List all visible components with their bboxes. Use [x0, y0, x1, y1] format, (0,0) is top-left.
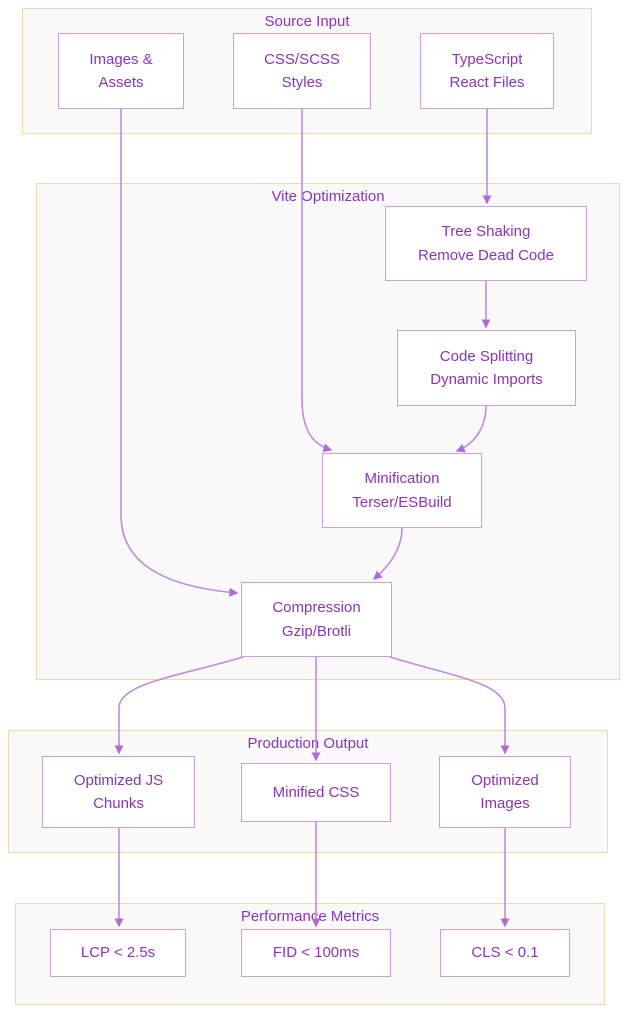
node-label: CSS/SCSS Styles	[264, 50, 340, 91]
cluster-title-source-input: Source Input	[264, 13, 350, 30]
node-label: Minification Terser/ESBuild	[352, 470, 452, 511]
node-fid-metric: FID < 100ms	[241, 929, 391, 977]
node-code-splitting: Code Splitting Dynamic Imports	[397, 330, 576, 406]
cluster-title-production-output: Production Output	[247, 735, 369, 752]
node-tree-shaking: Tree Shaking Remove Dead Code	[385, 206, 587, 281]
node-label: Code Splitting Dynamic Imports	[430, 347, 543, 388]
node-label: TypeScript React Files	[449, 50, 525, 91]
node-images-assets: Images & Assets	[58, 33, 184, 109]
node-css-scss-styles: CSS/SCSS Styles	[233, 33, 371, 109]
node-label: Minified CSS	[272, 783, 360, 801]
node-label: FID < 100ms	[272, 944, 360, 962]
node-label: CLS < 0.1	[471, 944, 539, 962]
node-label: LCP < 2.5s	[80, 944, 156, 962]
node-label: Tree Shaking Remove Dead Code	[418, 223, 554, 264]
node-cls-metric: CLS < 0.1	[440, 929, 570, 977]
node-label: Optimized Images	[471, 771, 539, 812]
node-label: Images & Assets	[89, 50, 153, 91]
node-compression: Compression Gzip/Brotli	[241, 582, 392, 657]
node-minified-css: Minified CSS	[241, 763, 391, 822]
node-label: Compression Gzip/Brotli	[272, 599, 361, 640]
node-label: Optimized JS Chunks	[73, 771, 164, 812]
node-optimized-js-chunks: Optimized JS Chunks	[42, 756, 195, 828]
node-lcp-metric: LCP < 2.5s	[50, 929, 186, 977]
node-optimized-images: Optimized Images	[439, 756, 571, 828]
node-typescript-react-files: TypeScript React Files	[420, 33, 554, 109]
cluster-title-performance-metrics: Performance Metrics	[240, 908, 380, 925]
node-minification: Minification Terser/ESBuild	[322, 453, 482, 528]
cluster-title-vite-optimization: Vite Optimization	[271, 188, 385, 205]
